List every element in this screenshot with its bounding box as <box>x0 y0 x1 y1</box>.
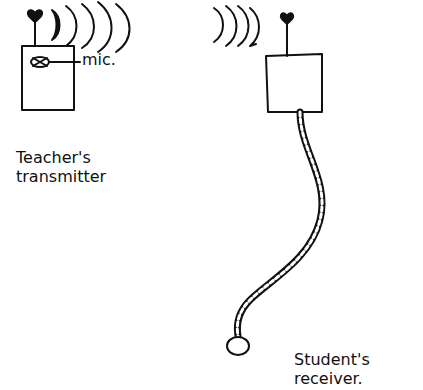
radio-wave <box>98 2 112 52</box>
radio-wave <box>238 6 249 46</box>
mic-symbol <box>33 58 47 66</box>
radio-wave <box>116 4 130 52</box>
radio-wave <box>82 4 94 48</box>
radio-wave <box>214 8 223 42</box>
label-text: mic. <box>82 50 142 69</box>
label-text: Teacher's transmitter <box>16 148 116 186</box>
mic-symbol <box>31 57 49 67</box>
receiver-box <box>266 54 322 112</box>
radio-wave <box>250 8 259 46</box>
leader-line <box>49 61 80 63</box>
antenna-tip <box>281 13 293 24</box>
transmitter-box <box>22 46 74 110</box>
radio-wave <box>66 6 77 46</box>
antenna <box>286 20 288 56</box>
antenna <box>34 20 36 46</box>
antenna-tip <box>28 10 42 22</box>
cable <box>237 112 322 336</box>
radio-wave <box>226 6 237 46</box>
label-text: Student's receiver. <box>294 350 386 388</box>
radio-wave <box>52 10 60 40</box>
earpiece <box>227 337 249 355</box>
cable <box>237 112 322 336</box>
